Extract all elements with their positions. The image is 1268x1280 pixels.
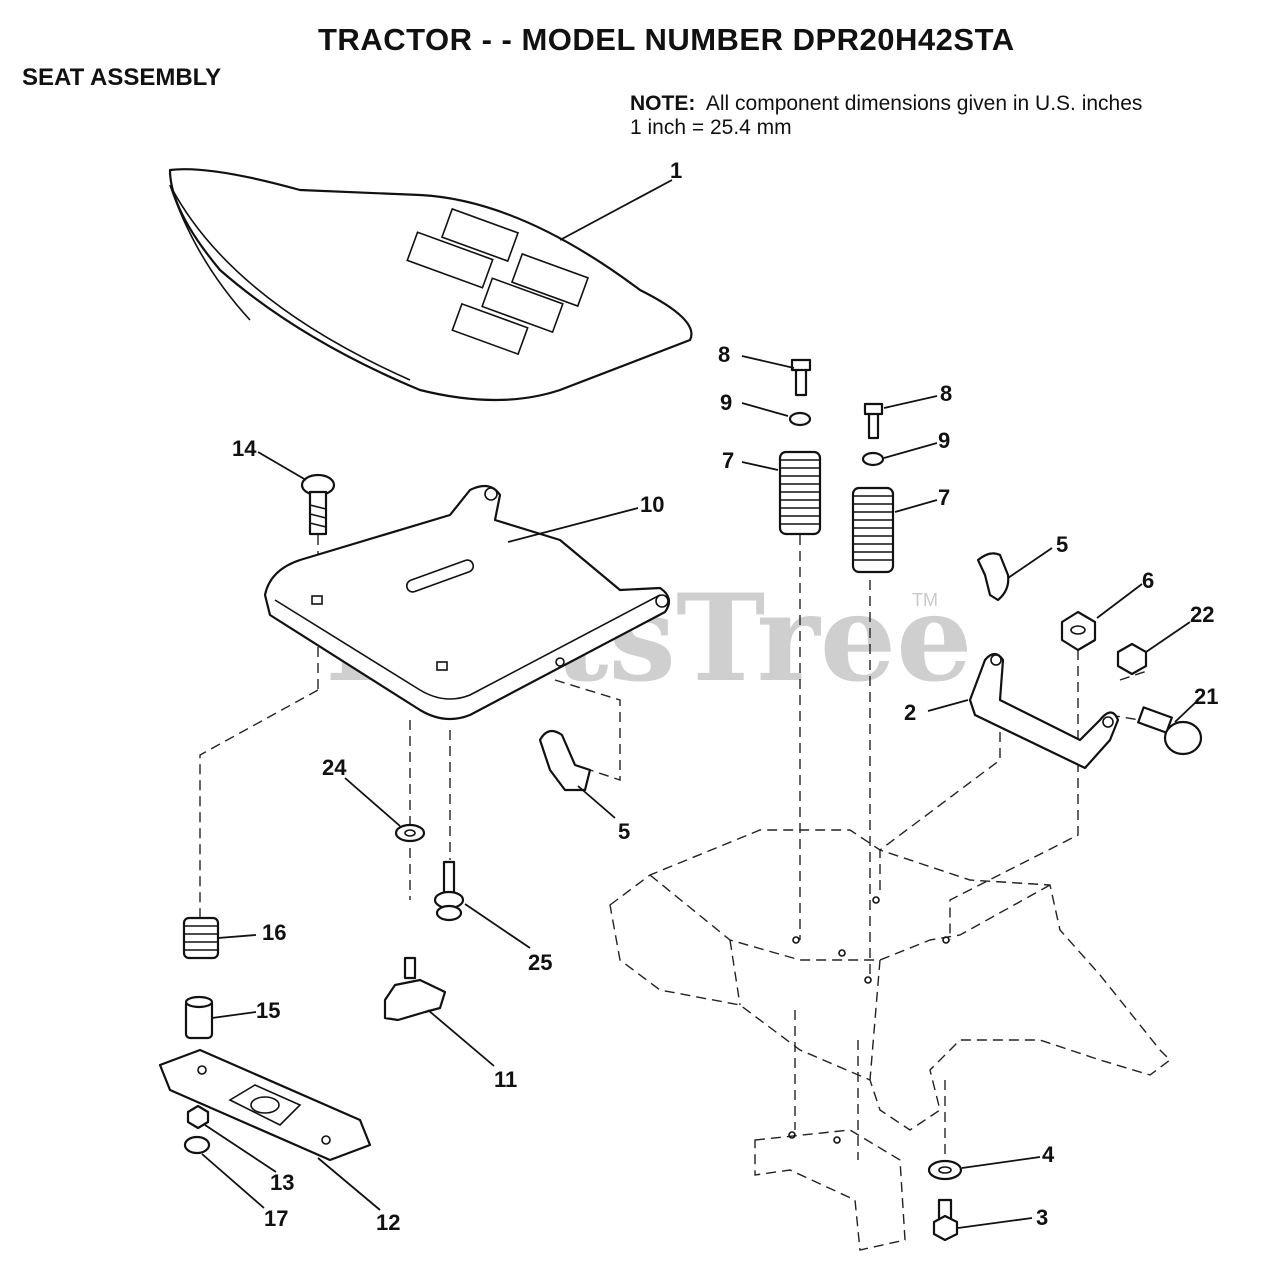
callout-8-right: 8 — [940, 381, 952, 406]
adjuster-spring-parts — [182, 916, 220, 1040]
callout-17: 17 — [264, 1206, 288, 1231]
callout-21: 21 — [1194, 684, 1218, 709]
seat-pan-part — [263, 484, 671, 721]
note-line-1: All component dimensions given in U.S. i… — [705, 92, 1143, 115]
seat-clip-part — [538, 729, 592, 792]
callout-8-left: 8 — [718, 342, 730, 367]
note-label: NOTE: — [630, 92, 696, 115]
frame-hardware-parts — [927, 1159, 963, 1242]
callout-9-right: 9 — [938, 428, 950, 453]
callout-2: 2 — [904, 700, 916, 725]
dimension-note: NOTE: All component dimensions given in … — [630, 92, 1142, 140]
callout-9-left: 9 — [720, 390, 732, 415]
callout-leader-lines — [201, 179, 1197, 1229]
callout-5-upper: 5 — [1056, 532, 1068, 557]
callout-3: 3 — [1036, 1205, 1048, 1230]
callout-14: 14 — [232, 436, 257, 461]
callout-12: 12 — [376, 1210, 400, 1235]
callout-15: 15 — [256, 998, 280, 1023]
callout-5-lower: 5 — [618, 819, 630, 844]
callout-11: 11 — [494, 1067, 517, 1092]
spring-mount-parts — [778, 358, 895, 574]
section-title: SEAT ASSEMBLY — [22, 64, 222, 91]
callout-4: 4 — [1042, 1142, 1055, 1167]
callout-13: 13 — [270, 1170, 294, 1195]
slide-plate-part — [158, 1048, 372, 1162]
callout-16: 16 — [262, 920, 286, 945]
bracket-hardware-parts — [968, 552, 1203, 770]
callout-7-left: 7 — [722, 448, 734, 473]
callout-1: 1 — [670, 158, 682, 183]
pivot-hardware-parts — [394, 823, 465, 922]
adjuster-knob-part — [383, 956, 447, 1022]
carriage-bolt-part — [300, 473, 336, 536]
callout-7-right: 7 — [938, 485, 950, 510]
watermark-trademark: TM — [912, 590, 938, 610]
note-line-2: 1 inch = 25.4 mm — [630, 116, 792, 139]
diagram-title: TRACTOR - - MODEL NUMBER DPR20H42STA — [318, 22, 1015, 57]
callout-labels: 1 14 10 8 9 7 8 9 7 5 6 22 2 21 24 5 16 … — [232, 158, 1218, 1235]
tractor-frame-outline — [609, 829, 1172, 1251]
callout-22: 22 — [1190, 602, 1214, 627]
callout-25: 25 — [528, 950, 552, 975]
callout-24: 24 — [322, 755, 347, 780]
callout-6: 6 — [1142, 568, 1154, 593]
seat-part — [168, 168, 693, 402]
callout-10: 10 — [640, 492, 664, 517]
